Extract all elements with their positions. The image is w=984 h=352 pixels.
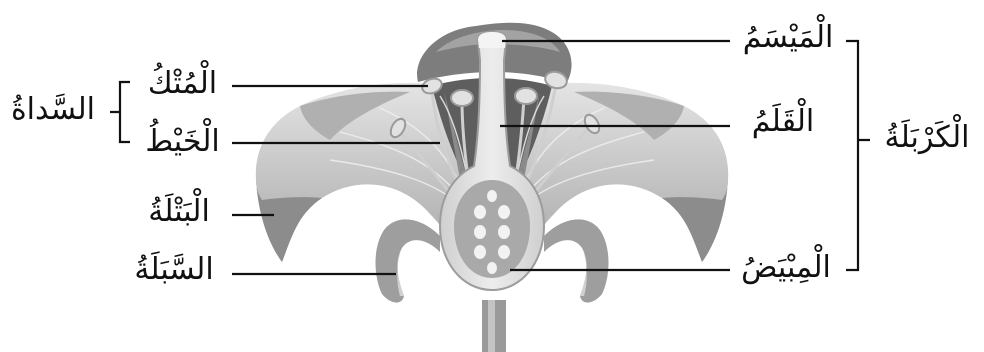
anther-5	[515, 88, 537, 104]
label-filament: الْخَيْطُ	[135, 124, 230, 160]
label-ovary: الْمِبْيَضُ	[734, 250, 838, 286]
label-stamen: السَّداةُ	[0, 92, 106, 128]
bracket-carpel	[846, 41, 870, 270]
label-sepal: السَّبَلَةُ	[118, 252, 230, 288]
left-sepal	[376, 219, 441, 302]
bracket-stamen	[110, 82, 130, 142]
label-carpel: الْكَرْبَلَةُ	[872, 120, 982, 156]
anther-2	[451, 90, 473, 106]
label-anther: الْمُتْكُ	[135, 66, 230, 102]
label-petal: الْبَتْلَةُ	[128, 194, 230, 230]
label-style: الْقَلَمُ	[734, 104, 832, 140]
label-stigma: الْمَيْسَمُ	[734, 20, 842, 56]
right-sepal	[544, 219, 609, 302]
stigma	[478, 32, 506, 48]
